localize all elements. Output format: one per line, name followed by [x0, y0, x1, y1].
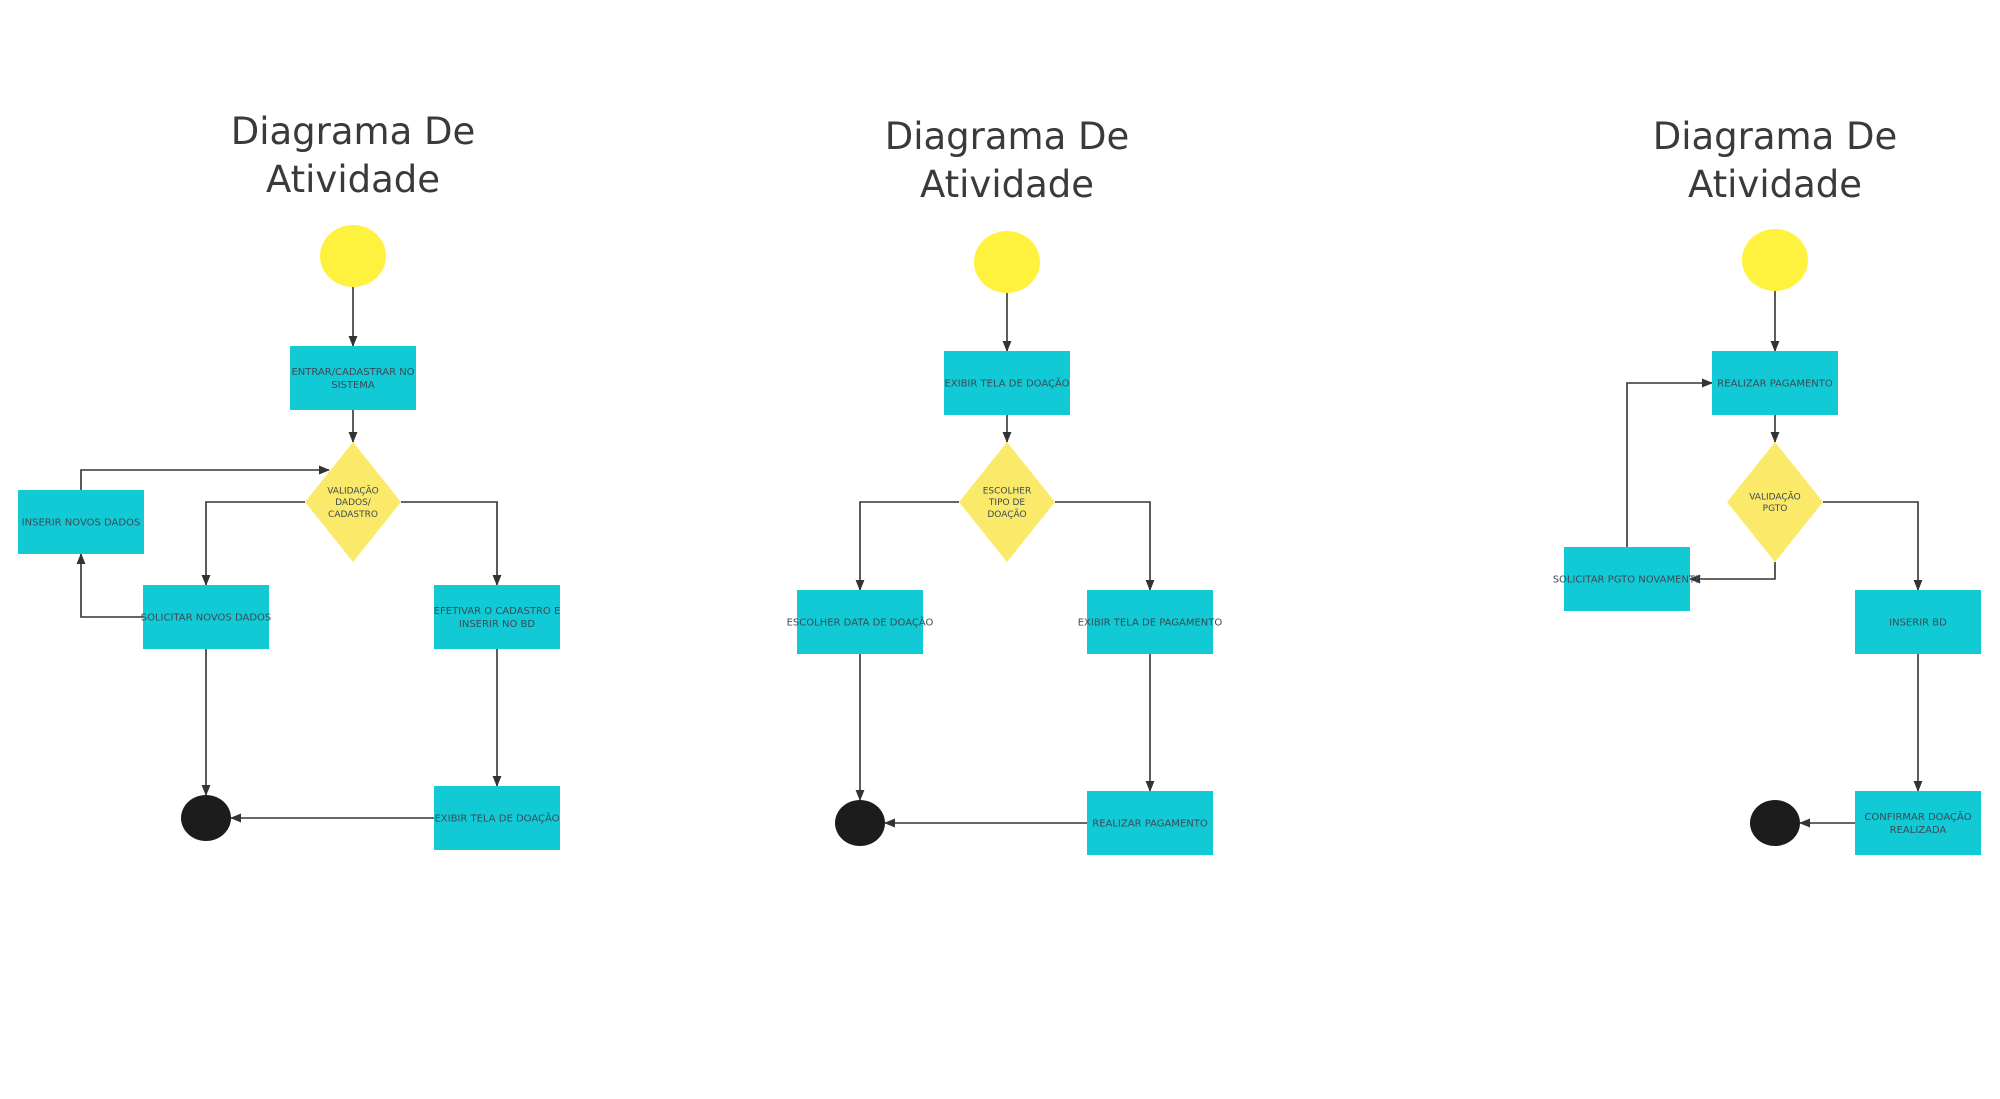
d2-edge-tipo-pagamento	[1055, 501, 1155, 592]
d2-process-exibir-doacao-box	[944, 351, 1070, 415]
d2-process-exibir-doacao: EXIBIR TELA DE DOAÇÃO	[944, 351, 1070, 415]
d2-process-pagamento: EXIBIR TELA DE PAGAMENTO	[1078, 590, 1223, 654]
d3-process-inserir-bd-box	[1855, 590, 1981, 654]
diagram-3-title-line-2: Atividade	[1687, 163, 1863, 206]
d2-process-pagamento-label: EXIBIR TELA DE PAGAMENTO	[1078, 618, 1223, 629]
d1-end-node	[181, 795, 231, 841]
d1-process-solicitar-label: SOLICITAR NOVOS DADOS	[141, 613, 272, 624]
d1-decision-validacao-shape	[305, 442, 401, 562]
d2-process-realizar: REALIZAR PAGAMENTO	[1087, 791, 1213, 855]
d1-edge-inserir-validacao	[80, 465, 331, 490]
d3-end-node	[1750, 800, 1800, 846]
d1-process-exibir-label: EXIBIR TELA DE DOAÇÃO	[434, 812, 559, 825]
diagram-3-title-line-1: Diagrama De	[1652, 115, 1898, 158]
d1-edge-solicitar-inserir	[76, 552, 143, 618]
d1-start-node	[320, 225, 386, 287]
d2-process-data-box	[797, 590, 923, 654]
d3-decision-pgto-shape	[1727, 442, 1823, 562]
d1-process-entrar-box	[290, 346, 416, 410]
d3-process-solicitar-box	[1564, 547, 1690, 611]
d2-process-realizar-box	[1087, 791, 1213, 855]
d1-process-inserir: INSERIR NOVOS DADOS	[18, 490, 144, 554]
connectors	[76, 287, 1923, 828]
d3-edge-pgto-solicitar	[1688, 562, 1776, 584]
d1-process-inserir-box	[18, 490, 144, 554]
d2-process-realizar-label: REALIZAR PAGAMENTO	[1092, 819, 1208, 830]
d1-edge-validacao-solicitar	[201, 501, 305, 587]
d3-process-realizar-label: REALIZAR PAGAMENTO	[1717, 379, 1833, 390]
d2-start-node	[974, 231, 1040, 293]
d3-process-solicitar: SOLICITAR PGTO NOVAMENTE	[1553, 547, 1702, 611]
d2-process-exibir-doacao-label: EXIBIR TELA DE DOAÇÃO	[944, 377, 1069, 390]
diagram-2-title-line-1: Diagrama De	[884, 115, 1130, 158]
d1-process-inserir-label: INSERIR NOVOS DADOS	[22, 518, 141, 529]
d3-process-inserir-bd-label: INSERIR BD	[1889, 618, 1947, 629]
d3-edge-solicitar-realizar	[1626, 378, 1714, 547]
d1-process-solicitar: SOLICITAR NOVOS DADOS	[141, 585, 272, 649]
d1-process-exibir-box	[434, 786, 560, 850]
d3-edge-pgto-inserir	[1823, 501, 1923, 592]
diagram-2-title-line-2: Atividade	[919, 163, 1095, 206]
diagram-1-title-line-1: Diagrama De	[230, 110, 476, 153]
diagram-1-title: Diagrama De Atividade	[153, 108, 553, 204]
d1-process-solicitar-box	[143, 585, 269, 649]
d3-process-confirmar-box	[1855, 791, 1981, 855]
d3-process-realizar-box	[1712, 351, 1838, 415]
d3-start-node	[1742, 229, 1808, 291]
d2-process-data: ESCOLHER DATA DE DOAÇÃO	[787, 590, 934, 654]
d2-process-data-label: ESCOLHER DATA DE DOAÇÃO	[787, 616, 934, 629]
d3-process-inserir-bd: INSERIR BD	[1855, 590, 1981, 654]
d2-edge-tipo-data	[855, 501, 959, 592]
diagram-3-title: Diagrama De Atividade	[1575, 113, 1975, 209]
d1-edge-validacao-efetivar	[401, 501, 502, 587]
d2-decision-tipo-shape	[959, 442, 1055, 562]
d1-process-efetivar-box	[434, 585, 560, 649]
diagram-2-title: Diagrama De Atividade	[807, 113, 1207, 209]
d2-process-pagamento-box	[1087, 590, 1213, 654]
d2-end-node	[835, 800, 885, 846]
d1-process-exibir: EXIBIR TELA DE DOAÇÃO	[434, 786, 560, 850]
d3-process-realizar: REALIZAR PAGAMENTO	[1712, 351, 1838, 415]
d3-process-solicitar-label: SOLICITAR PGTO NOVAMENTE	[1553, 575, 1702, 586]
diagram-1-title-line-2: Atividade	[265, 158, 441, 201]
